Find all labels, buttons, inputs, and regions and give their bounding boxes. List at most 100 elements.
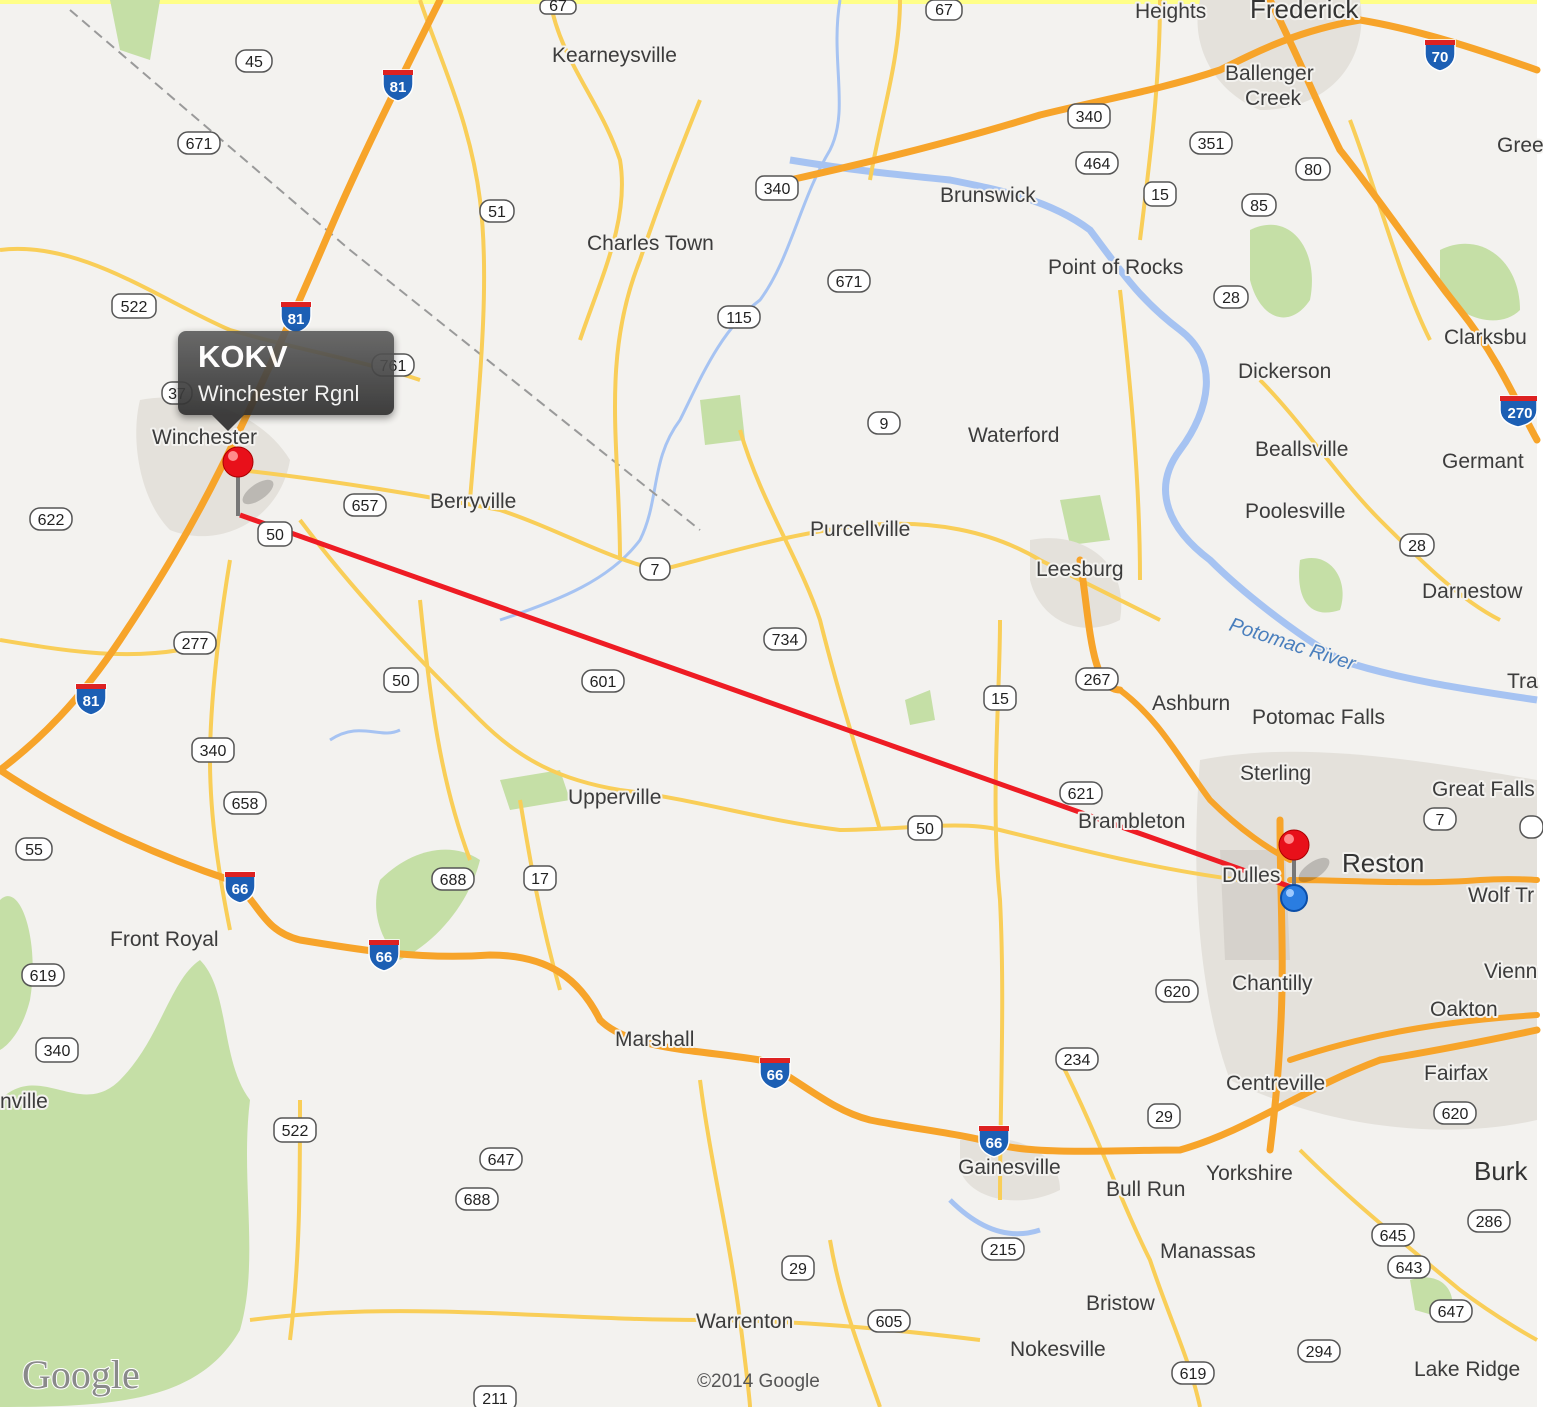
destination-pin[interactable] <box>1278 829 1333 912</box>
map-top-border <box>0 0 1543 4</box>
interstate-shield: 70 <box>1424 39 1456 72</box>
place-label: Manassas <box>1160 1240 1256 1263</box>
route-shield: 80 <box>1295 157 1331 181</box>
svg-text:50: 50 <box>916 821 934 838</box>
svg-text:66: 66 <box>376 949 393 966</box>
svg-text:619: 619 <box>30 968 57 985</box>
origin-pin[interactable] <box>222 446 277 516</box>
route-shield: 17 <box>523 865 557 891</box>
place-label: Dulles <box>1222 864 1280 887</box>
svg-text:522: 522 <box>282 1123 309 1140</box>
route-shield: 605 <box>867 1309 911 1333</box>
place-label: Burk <box>1474 1156 1528 1186</box>
route-shield: 234 <box>1055 1047 1099 1071</box>
place-label: Darnestow <box>1422 580 1523 603</box>
svg-text:28: 28 <box>1222 290 1240 307</box>
route-shield: 115 <box>717 305 761 329</box>
svg-text:657: 657 <box>352 498 379 515</box>
airport-name: Winchester Rgnl <box>198 381 360 406</box>
place-label: Gree <box>1497 134 1543 157</box>
place-label: Creek <box>1245 87 1302 110</box>
state-border <box>69 9 701 531</box>
svg-text:734: 734 <box>772 632 799 649</box>
svg-text:643: 643 <box>1396 1260 1423 1277</box>
red-map-pin-icon <box>222 446 254 478</box>
route-shield: 67 <box>925 0 963 21</box>
route-shield: 340 <box>755 175 799 201</box>
place-label: Frederick <box>1250 0 1359 24</box>
svg-text:55: 55 <box>25 842 43 859</box>
route-shield: 647 <box>1429 1299 1473 1323</box>
airport-code: KOKV <box>198 339 288 374</box>
route-shield: 267 <box>1075 667 1119 691</box>
svg-text:294: 294 <box>1306 1344 1333 1361</box>
route-shield: 294 <box>1297 1339 1341 1363</box>
place-label: Kearneysville <box>552 44 677 67</box>
route-shields: 45 671 522 761 37 51 340 115 671 9 340 4… <box>15 0 1543 1407</box>
route-shield: 688 <box>431 867 475 891</box>
route-shield: 351 <box>1189 131 1233 155</box>
route-shield: 67 <box>539 0 577 15</box>
route-shield: 620 <box>1155 979 1199 1003</box>
route-line <box>239 512 1295 891</box>
svg-text:29: 29 <box>789 1261 807 1278</box>
place-label: Point of Rocks <box>1048 256 1183 279</box>
place-label: Reston <box>1342 848 1424 878</box>
place-label: Tra <box>1507 670 1538 693</box>
route-shield: 619 <box>1171 1361 1215 1385</box>
airport-info-popup[interactable]: KOKV Winchester Rgnl <box>178 331 394 431</box>
blue-location-dot-icon <box>1280 884 1308 912</box>
route-shield: 645 <box>1371 1223 1415 1247</box>
place-label: Clarksbu <box>1444 326 1527 349</box>
svg-text:28: 28 <box>1408 538 1426 555</box>
rivers <box>329 0 1538 1237</box>
map-right-border <box>1537 0 1543 1407</box>
place-label: Sterling <box>1240 762 1311 785</box>
place-label: Fairfax <box>1424 1062 1489 1085</box>
svg-text:211: 211 <box>482 1391 508 1407</box>
pin-highlight <box>1284 834 1294 844</box>
svg-text:622: 622 <box>38 512 65 529</box>
place-label: Bristow <box>1086 1292 1156 1315</box>
place-label: Centreville <box>1226 1072 1325 1095</box>
svg-text:80: 80 <box>1304 162 1322 179</box>
route-shield: 622 <box>29 507 73 531</box>
place-label: Berryville <box>430 490 516 513</box>
svg-text:351: 351 <box>1198 136 1225 153</box>
pin-needle <box>236 470 240 516</box>
place-label: Germant <box>1442 450 1524 473</box>
route-shield: 340 <box>1067 103 1111 129</box>
svg-text:9: 9 <box>880 416 889 433</box>
route-shield: 50 <box>383 667 419 693</box>
svg-text:50: 50 <box>392 673 410 690</box>
svg-text:51: 51 <box>488 204 506 221</box>
interstate-shield: 270 <box>1499 395 1538 428</box>
svg-text:688: 688 <box>464 1192 491 1209</box>
svg-text:234: 234 <box>1064 1052 1091 1069</box>
svg-text:621: 621 <box>1068 786 1095 803</box>
route-shield: 340 <box>35 1037 79 1063</box>
place-label: Waterford <box>968 424 1059 447</box>
route-shield: 619 <box>21 963 65 987</box>
svg-text:81: 81 <box>83 693 100 710</box>
interstate-shield: 66 <box>368 939 400 972</box>
svg-text:85: 85 <box>1250 198 1268 215</box>
red-map-pin-icon <box>1278 829 1310 861</box>
route-shield: 601 <box>581 669 625 693</box>
interstate-shield: 66 <box>224 871 256 904</box>
svg-text:15: 15 <box>1151 187 1169 204</box>
route-shield <box>1519 815 1543 839</box>
svg-text:671: 671 <box>836 274 863 291</box>
route-shield: 7 <box>639 557 671 581</box>
route-shield: 658 <box>223 791 267 815</box>
svg-text:688: 688 <box>440 872 467 889</box>
interstate-shield: 66 <box>759 1057 791 1090</box>
place-label: Great Falls <box>1432 778 1535 801</box>
route-shield: 522 <box>273 1117 317 1143</box>
pin-highlight <box>228 451 238 461</box>
svg-text:620: 620 <box>1442 1106 1469 1123</box>
